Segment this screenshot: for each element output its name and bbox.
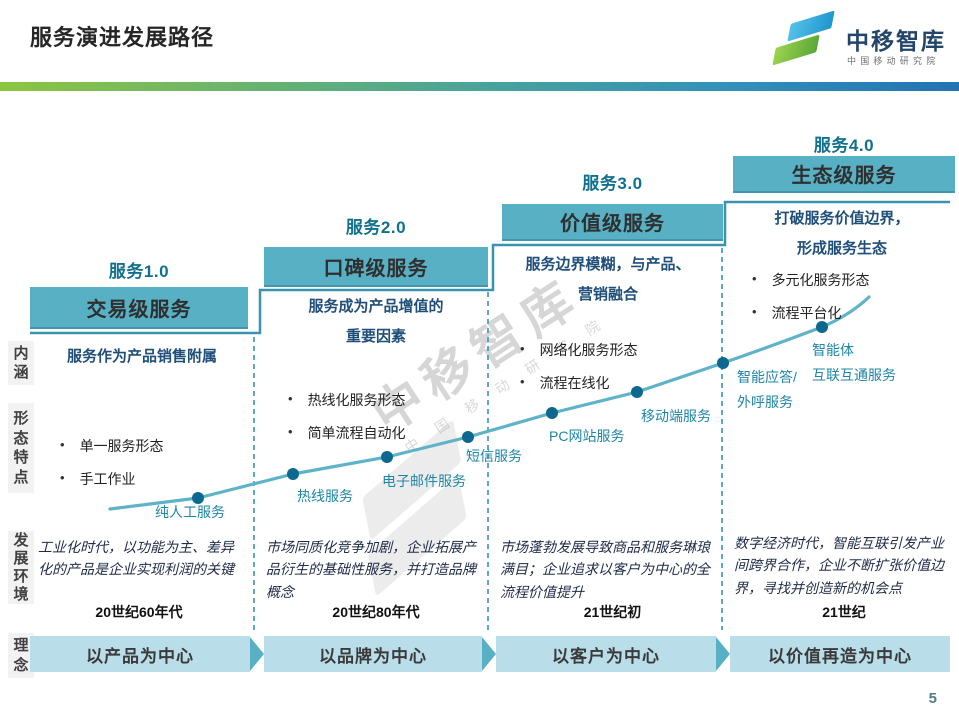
curve-label-mobile: 移动端服务 — [641, 408, 711, 424]
logo-name: 中移智库 — [846, 28, 946, 54]
feature-item: •简单流程自动化 — [288, 424, 406, 441]
curve-point — [462, 431, 474, 443]
stage1-connotation: 服务作为产品销售附属 — [66, 348, 217, 365]
page-title: 服务演进发展路径 — [30, 25, 215, 50]
stage3-feature-list: •网络化服务形态 •流程在线化 — [520, 340, 638, 406]
stage2-header-box: 口碑级服务 — [264, 247, 488, 287]
bullet-icon: • — [60, 437, 65, 452]
bullet-icon: • — [60, 470, 65, 485]
curve-label-agent-interconnect: 智能体 互联互通服务 — [812, 342, 896, 383]
stage2-version-label: 服务2.0 — [345, 218, 407, 237]
stage4-version-label: 服务4.0 — [813, 136, 875, 155]
brand-logo: 中移智库 中国移动研究院 — [760, 6, 959, 78]
stage4-concept-band: 以价值再造为中心 — [730, 636, 950, 672]
stage2-connotation: 服务成为产品增值的 重要因素 — [308, 298, 444, 345]
bullet-icon: • — [752, 304, 757, 319]
stage3-version-label: 服务3.0 — [582, 174, 643, 193]
stage4-environment: 数字经济时代，智能互联引发产业间跨界合作，企业不断扩张价值边界，寻找并创造新的机… — [734, 537, 944, 597]
stage3-concept-band: 以客户为中心 — [496, 636, 716, 672]
stage3-environment: 市场蓬勃发展导致商品和服务琳琅满目；企业追求以客户为中心的全流程价值提升 — [500, 541, 710, 601]
bullet-icon: • — [288, 391, 293, 406]
row-label-concept: 理念 — [8, 633, 34, 678]
stage4-era: 21世纪 — [822, 604, 866, 620]
feature-item: •手工作业 — [60, 470, 136, 487]
bullet-icon: • — [520, 374, 525, 389]
curve-label-hotline: 热线服务 — [297, 488, 353, 504]
stage1-version-label: 服务1.0 — [108, 262, 170, 281]
stage2-environment: 市场同质化竞争加剧，企业拓展产品衍生的基础性服务，并打造品牌概念 — [266, 541, 476, 601]
stage2-feature-list: •热线化服务形态 •简单流程自动化 — [288, 390, 406, 456]
concept-arrow-icon — [250, 637, 264, 671]
feature-item: •流程在线化 — [520, 374, 610, 391]
stage1-feature-list: •单一服务形态 •手工作业 — [60, 436, 164, 502]
stage3-era: 21世纪初 — [583, 604, 642, 620]
feature-item: •单一服务形态 — [60, 437, 164, 454]
logo-swoosh-green-icon — [772, 34, 820, 66]
curve-label-manual-service: 纯人工服务 — [155, 504, 225, 520]
concept-arrow-icon — [716, 637, 730, 671]
feature-item: •流程平台化 — [752, 304, 842, 321]
stage3-connotation: 服务边界模糊，与产品、 营销融合 — [525, 256, 691, 303]
curve-label-sms: 短信服务 — [466, 448, 522, 464]
stage4-connotation: 打破服务价值边界， 形成服务生态 — [774, 210, 910, 257]
stage3-header-box: 价值级服务 — [502, 204, 723, 241]
page-number: 5 — [928, 690, 937, 707]
row-label-form: 形态特点 — [8, 403, 34, 493]
feature-item: •热线化服务形态 — [288, 391, 406, 408]
header-divider-bar — [0, 82, 959, 91]
stage4-feature-list: •多元化服务形态 •流程平台化 — [752, 270, 870, 336]
bullet-icon: • — [520, 341, 525, 356]
feature-item: •多元化服务形态 — [752, 271, 870, 288]
concept-arrow-icon — [482, 637, 496, 671]
curve-label-email: 电子邮件服务 — [382, 473, 466, 489]
stage1-concept-band: 以产品为中心 — [30, 636, 250, 672]
bullet-icon: • — [752, 271, 757, 286]
row-label-environment: 发展环境 — [8, 531, 34, 604]
curve-point — [287, 468, 299, 480]
curve-label-ai-answer: 智能应答/ 外呼服务 — [737, 369, 797, 410]
logo-subtitle: 中国移动研究院 — [847, 56, 940, 66]
stage1-environment: 工业化时代，以功能为主、差异化的产品是企业实现利润的关键 — [38, 541, 234, 579]
curve-label-pc-web: PC网站服务 — [549, 428, 625, 444]
stage4-header-box: 生态级服务 — [733, 156, 955, 193]
stage1-era: 20世纪60年代 — [95, 604, 183, 620]
stage2-concept-band: 以品牌为中心 — [264, 636, 482, 672]
feature-item: •网络化服务形态 — [520, 341, 638, 358]
stage2-era: 20世纪80年代 — [332, 604, 420, 620]
row-label-connotation: 内涵 — [8, 341, 34, 385]
stage1-header-box: 交易级服务 — [30, 287, 248, 329]
curve-point — [546, 407, 558, 419]
bullet-icon: • — [288, 424, 293, 439]
curve-point — [717, 357, 729, 369]
